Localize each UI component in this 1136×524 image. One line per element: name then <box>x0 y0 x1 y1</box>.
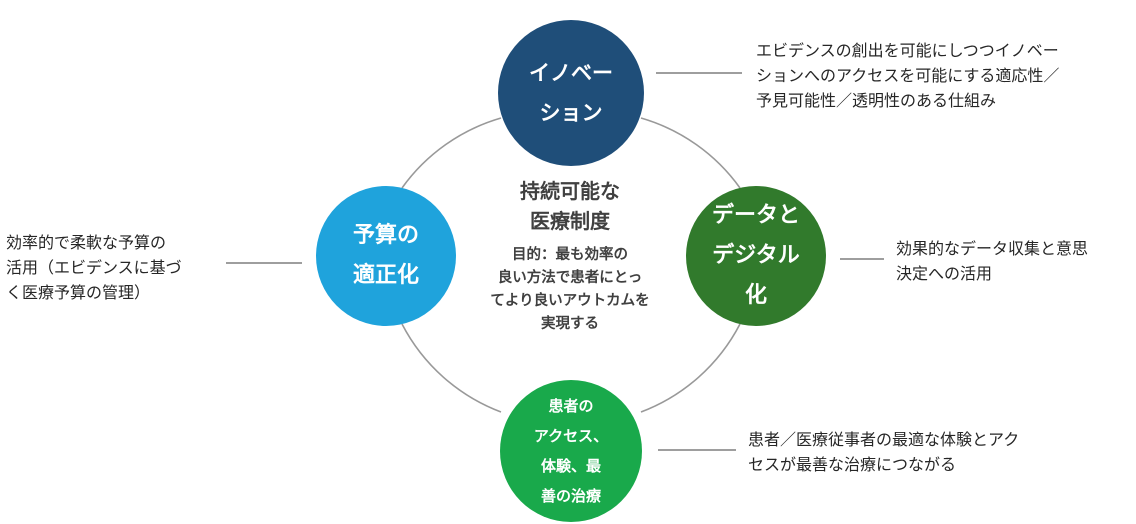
patient-access-annotation: 患者／医療従事者の最適な体験とアク セスが最善な治療につながる <box>748 430 1020 474</box>
patient-access-node: 患者の アクセス、 体験、最 善の治療 <box>500 380 642 522</box>
center-purpose: 目的：最も効率の 良い方法で患者にとっ てより良いアウトカムを 実現する <box>490 247 650 332</box>
data-digital-annotation: 効果的なデータ収集と意思 決定への活用 <box>896 239 1089 283</box>
innovation-label: イノベー ション <box>529 61 613 125</box>
center-title: 持続可能な 医療制度 <box>520 179 620 233</box>
budget-optimization-label: 予算の 適正化 <box>352 223 419 288</box>
ring-arc-top-left <box>401 117 502 189</box>
innovation-node: イノベー ション <box>498 20 644 166</box>
budget-optimization-node: 予算の 適正化 <box>316 186 456 326</box>
ring-arc-left-bottom <box>401 323 502 413</box>
data-digital-node: データと デジタル 化 <box>686 186 826 326</box>
data-digital-label: データと デジタル 化 <box>711 203 800 308</box>
patient-access-label: 患者の アクセス、 体験、最 善の治療 <box>533 397 609 505</box>
budget-annotation: 効率的で柔軟な予算の 活用（エビデンスに基づ く医療予算の管理） <box>6 233 182 302</box>
innovation-annotation: エビデンスの創出を可能にしつつイノベー ションへのアクセスを可能にする適応性／ … <box>756 41 1060 110</box>
ring-arc-top-right <box>640 117 741 189</box>
ring-arc-right-bottom <box>640 323 741 413</box>
